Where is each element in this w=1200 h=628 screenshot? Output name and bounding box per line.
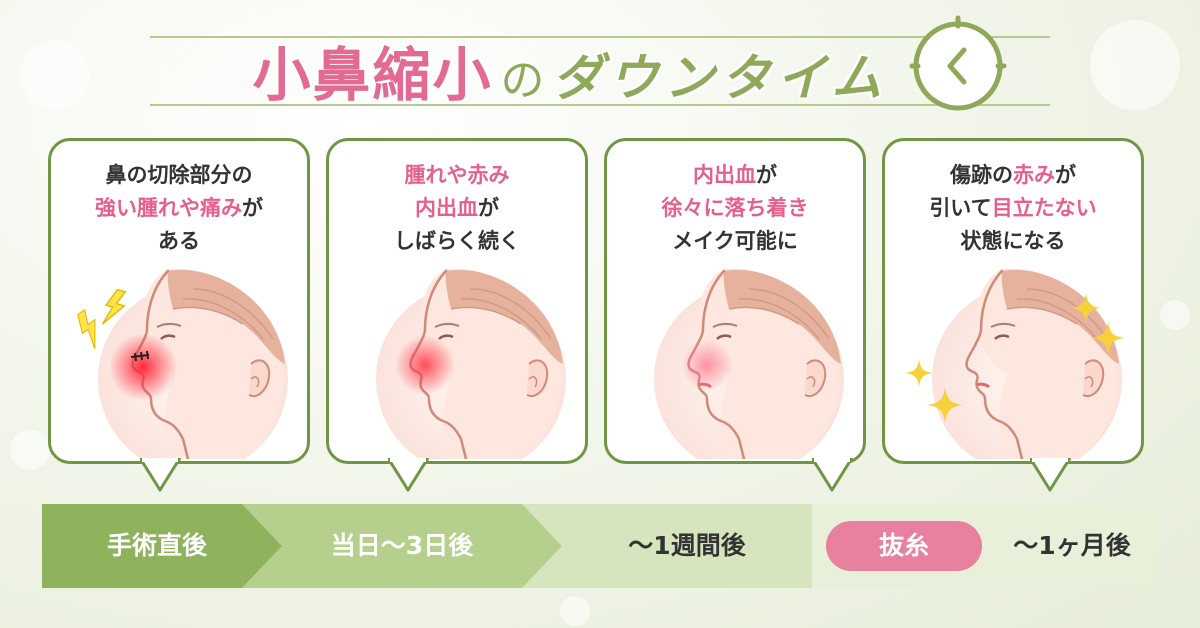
- sparkle-icon: [927, 387, 963, 423]
- body-text: が: [478, 196, 499, 220]
- lightning-icon: [101, 288, 127, 325]
- card-text-line: しばらく続く: [329, 225, 585, 258]
- card-text-line: 内出血が: [607, 159, 863, 192]
- body-text: 傷跡の: [950, 163, 1013, 187]
- stage-card-2: 腫れや赤み内出血がしばらく続く: [326, 138, 588, 464]
- timeline-step-3: 〜1週間後: [628, 531, 746, 560]
- title-sub: ダウンタイム: [552, 48, 888, 107]
- body-text: 引いて: [929, 196, 992, 220]
- stage-card-text: 傷跡の赤みが引いて目立たない状態になる: [885, 159, 1141, 258]
- body-text: が: [242, 196, 263, 220]
- card-text-line: 鼻の切除部分の: [51, 159, 307, 192]
- body-text: が: [1055, 163, 1076, 187]
- highlight-text: 赤み: [1013, 163, 1055, 187]
- card-text-line: 引いて目立たない: [885, 192, 1141, 225]
- lightning-icon: [77, 308, 96, 349]
- bokeh-dot: [1160, 300, 1190, 330]
- sparkle-icon: [1071, 293, 1101, 323]
- card-text-line: 徐々に落ち着き: [607, 192, 863, 225]
- stage-card-3: 内出血が徐々に落ち着きメイク可能に: [604, 138, 866, 464]
- highlight-text: 内出血: [415, 196, 478, 220]
- bokeh-dot: [560, 596, 590, 626]
- clock-icon: [909, 15, 1007, 111]
- face-profile-illustration: [932, 269, 1122, 459]
- stage-card-text: 腫れや赤み内出血がしばらく続く: [329, 159, 585, 258]
- title-area: 小鼻縮小 の ダウンタイム: [0, 0, 1200, 120]
- face-profile-illustration: [376, 269, 566, 459]
- sparkle-icon: [1091, 321, 1125, 355]
- suture-removal-badge: [826, 521, 982, 571]
- highlight-text: 内出血: [693, 163, 756, 187]
- body-text: が: [756, 163, 777, 187]
- highlight-text: 徐々に落ち着き: [661, 196, 809, 220]
- card-text-line: 強い腫れや痛みが: [51, 192, 307, 225]
- stage-card-text: 内出血が徐々に落ち着きメイク可能に: [607, 159, 863, 258]
- timeline-step-2: 当日〜3日後: [330, 531, 474, 560]
- title-main: 小鼻縮小: [252, 41, 493, 109]
- title-rule-bottom: [150, 104, 1050, 106]
- body-text: しばらく続く: [394, 229, 520, 253]
- card-text-line: ある: [51, 225, 307, 258]
- speech-bubble-tail: [812, 458, 854, 492]
- body-text: メイク可能に: [672, 229, 798, 253]
- highlight-text: 強い腫れや痛み: [95, 196, 242, 220]
- stage-card-text: 鼻の切除部分の強い腫れや痛みがある: [51, 159, 307, 258]
- face-profile-illustration: [98, 269, 288, 459]
- body-text: ある: [158, 229, 200, 253]
- title-particle: の: [500, 55, 545, 106]
- timeline-step-1: 手術直後: [106, 531, 207, 560]
- card-text-line: 内出血が: [329, 192, 585, 225]
- highlight-text: 目立たない: [991, 196, 1097, 220]
- page-title: 小鼻縮小 の ダウンタイム: [200, 28, 940, 109]
- card-text-line: メイク可能に: [607, 225, 863, 258]
- bokeh-dot: [20, 40, 90, 110]
- bokeh-dot: [1090, 20, 1180, 110]
- speech-bubble-tail: [140, 458, 182, 492]
- stage-card-4: 傷跡の赤みが引いて目立たない状態になる: [882, 138, 1144, 464]
- title-rule-top: [150, 36, 1050, 38]
- sparkle-icon: [905, 359, 933, 387]
- timeline-step-4: 〜1ヶ月後: [1013, 531, 1131, 560]
- timeline-bar: 手術直後 当日〜3日後 〜1週間後 抜糸 〜1ヶ月後: [42, 504, 1158, 588]
- body-text: 状態になる: [960, 229, 1066, 253]
- highlight-text: 腫れや赤み: [404, 163, 510, 187]
- speech-bubble-tail: [1030, 458, 1072, 492]
- suture-removal-label: 抜糸: [878, 531, 929, 560]
- card-text-line: 腫れや赤み: [329, 159, 585, 192]
- card-text-line: 傷跡の赤みが: [885, 159, 1141, 192]
- bokeh-dot: [10, 430, 50, 470]
- card-text-line: 状態になる: [885, 225, 1141, 258]
- stage-card-1: 鼻の切除部分の強い腫れや痛みがある: [48, 138, 310, 464]
- body-text: 鼻の切除部分の: [105, 163, 253, 187]
- face-profile-illustration: [654, 269, 844, 459]
- speech-bubble-tail: [388, 458, 430, 492]
